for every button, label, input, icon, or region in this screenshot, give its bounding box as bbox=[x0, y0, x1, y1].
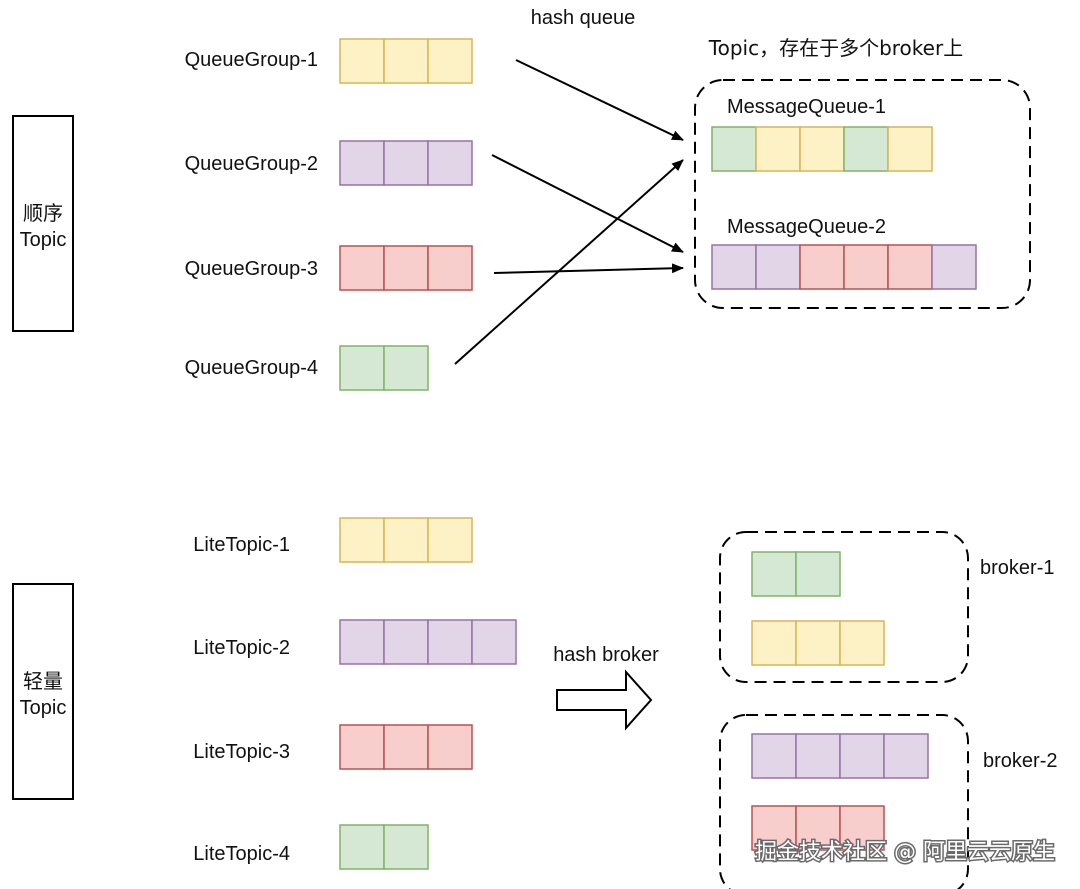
message-queue-label: MessageQueue-1 bbox=[727, 96, 886, 118]
queue-cell-red bbox=[839, 805, 885, 851]
queue-group-cells bbox=[339, 38, 473, 84]
queue-group-label: QueueGroup-1 bbox=[185, 49, 318, 71]
queue-cell-purple bbox=[839, 733, 885, 779]
queue-group-label: QueueGroup-4 bbox=[185, 357, 318, 379]
queue-cell-red bbox=[339, 724, 385, 770]
ordered-topic-side-label-line2: Topic bbox=[20, 229, 67, 251]
queue-cell-red bbox=[751, 805, 797, 851]
hash-arrow-group1 bbox=[515, 59, 684, 141]
broker-queue-cells bbox=[751, 551, 841, 597]
queue-cell-purple bbox=[711, 244, 757, 290]
broker-2-container bbox=[719, 714, 969, 889]
queue-cell-purple bbox=[383, 140, 429, 186]
queue-cell-purple bbox=[883, 733, 929, 779]
queue-cell-yellow bbox=[427, 517, 473, 563]
queue-cell-purple bbox=[755, 244, 801, 290]
hash-queue-label: hash queue bbox=[531, 7, 636, 29]
queue-cell-red bbox=[843, 244, 889, 290]
queue-cell-red bbox=[427, 724, 473, 770]
lite-topic-cells bbox=[339, 724, 473, 770]
lite-topic-side-label-line1: 轻量 bbox=[23, 669, 63, 693]
queue-cell-green bbox=[751, 551, 797, 597]
hash-broker-label: hash broker bbox=[553, 644, 659, 666]
queue-cell-red bbox=[383, 724, 429, 770]
queue-cell-yellow bbox=[383, 38, 429, 84]
broker-queue-cells bbox=[751, 620, 885, 666]
queue-cell-green bbox=[795, 551, 841, 597]
broker-queues bbox=[751, 551, 929, 851]
topic-brokers-container bbox=[694, 79, 1031, 309]
watermark: 掘金技术社区 @ 阿里云云原生 bbox=[755, 840, 1055, 865]
lite-topic-cells bbox=[339, 517, 473, 563]
queue-group-label: QueueGroup-3 bbox=[185, 258, 318, 280]
hash-broker-block-arrow bbox=[556, 669, 653, 731]
lite-topic-label: LiteTopic-1 bbox=[193, 534, 290, 556]
queue-cell-green bbox=[339, 824, 385, 870]
queue-cell-purple bbox=[339, 619, 385, 665]
queue-cell-yellow bbox=[751, 620, 797, 666]
broker-1-container bbox=[719, 531, 969, 683]
topic-note: Topic，存在于多个broker上 bbox=[708, 36, 963, 60]
queue-cell-yellow bbox=[339, 517, 385, 563]
ordered-topic-side-box bbox=[12, 115, 74, 332]
queue-group-cells bbox=[339, 140, 473, 186]
queue-cell-purple bbox=[383, 619, 429, 665]
ordered-topic-side-label-line1: 顺序 bbox=[23, 201, 63, 225]
queue-cell-yellow bbox=[799, 126, 845, 172]
queue-cell-yellow bbox=[795, 620, 841, 666]
message-queue-cells bbox=[711, 244, 977, 290]
hash-arrow-group3 bbox=[493, 263, 684, 274]
queue-group-label: QueueGroup-2 bbox=[185, 153, 318, 175]
queue-cell-yellow bbox=[755, 126, 801, 172]
hash-arrow-group2 bbox=[491, 154, 684, 253]
queue-cell-red bbox=[887, 244, 933, 290]
queue-cell-purple bbox=[931, 244, 977, 290]
queue-cell-purple bbox=[471, 619, 517, 665]
queue-cell-green bbox=[711, 126, 757, 172]
queue-group-cells bbox=[339, 345, 429, 391]
queue-cell-green bbox=[383, 824, 429, 870]
queue-cell-yellow bbox=[427, 38, 473, 84]
queue-cell-red bbox=[383, 245, 429, 291]
queue-cell-yellow bbox=[839, 620, 885, 666]
message-queues bbox=[711, 126, 977, 290]
queue-cell-green bbox=[383, 345, 429, 391]
queue-cell-purple bbox=[427, 619, 473, 665]
lite-topic-label: LiteTopic-4 bbox=[193, 843, 290, 865]
message-queue-cells bbox=[711, 126, 933, 172]
queue-cell-green bbox=[843, 126, 889, 172]
queue-cell-purple bbox=[427, 140, 473, 186]
broker-queue-cells bbox=[751, 733, 929, 779]
queue-cell-yellow bbox=[887, 126, 933, 172]
lite-topics bbox=[339, 517, 517, 870]
broker-label: broker-2 bbox=[983, 750, 1057, 772]
hash-arrow-group4 bbox=[454, 159, 684, 365]
queue-cell-purple bbox=[751, 733, 797, 779]
queue-cell-purple bbox=[795, 733, 841, 779]
lite-topic-label: LiteTopic-3 bbox=[193, 741, 290, 763]
lite-topic-side-box bbox=[12, 583, 74, 800]
broker-queue-cells bbox=[751, 805, 885, 851]
queue-cell-red bbox=[427, 245, 473, 291]
queue-cell-purple bbox=[339, 140, 385, 186]
queue-cell-green bbox=[339, 345, 385, 391]
lite-topic-cells bbox=[339, 824, 429, 870]
message-queue-label: MessageQueue-2 bbox=[727, 216, 886, 238]
lite-topic-side-label-line2: Topic bbox=[20, 697, 67, 719]
queue-cell-yellow bbox=[339, 38, 385, 84]
lite-topic-cells bbox=[339, 619, 517, 665]
queue-groups bbox=[339, 38, 473, 391]
lite-topic-label: LiteTopic-2 bbox=[193, 637, 290, 659]
queue-cell-red bbox=[339, 245, 385, 291]
queue-cell-yellow bbox=[383, 517, 429, 563]
queue-group-cells bbox=[339, 245, 473, 291]
queue-cell-red bbox=[799, 244, 845, 290]
broker-label: broker-1 bbox=[980, 557, 1054, 579]
queue-cell-red bbox=[795, 805, 841, 851]
